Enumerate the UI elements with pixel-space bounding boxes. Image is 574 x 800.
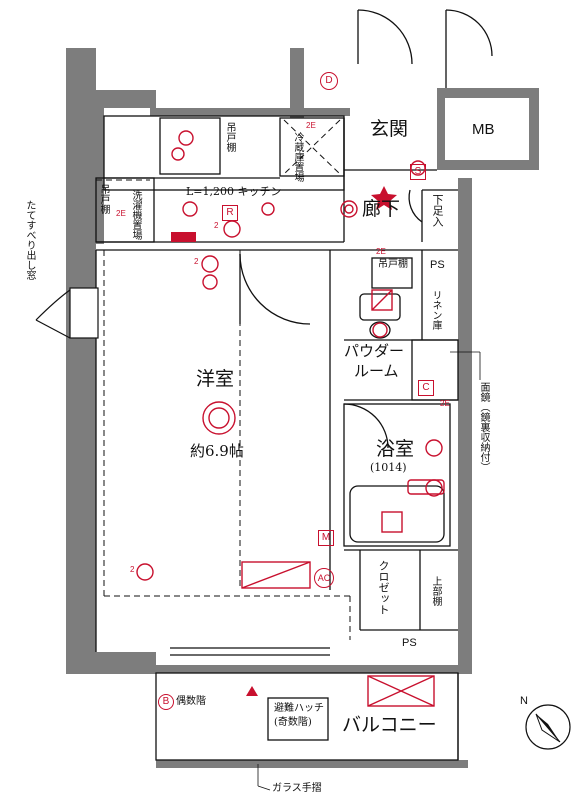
bath-size: (1014)	[370, 461, 407, 474]
two-symbol-room-bottom: 2	[130, 565, 135, 574]
powder-room-label-2: ルーム	[354, 362, 399, 380]
ac-symbol: AC	[314, 568, 334, 588]
leaders	[257, 351, 481, 791]
floor-label: 偶数階	[176, 696, 206, 707]
m-symbol: M	[318, 530, 334, 546]
kitchen-label: L=1,200 キッチン	[186, 185, 282, 198]
two-symbol-kitchen: 2	[214, 221, 219, 230]
glass-rail-label: ガラス手摺	[272, 783, 322, 794]
e2-symbol-powder: 2E	[440, 399, 450, 408]
mb-label: MB	[472, 121, 495, 138]
hanging-shelf-toilet-label: 吊戸棚	[378, 259, 408, 270]
red-fixtures	[136, 130, 445, 707]
upper-shelf-label: 上部棚	[430, 576, 441, 606]
doors	[239, 9, 493, 449]
north-label: N	[520, 695, 528, 707]
window-label: たてすべり出し窓	[24, 200, 35, 280]
shoe-box-label: 下足入	[431, 194, 444, 227]
north-arrow-symbol	[525, 704, 571, 750]
b-symbol: B	[158, 694, 174, 710]
red-solids	[171, 186, 397, 696]
linen-label: リネン庫	[430, 290, 441, 330]
closet-label: クロゼット	[377, 560, 390, 615]
dashed-lines	[96, 119, 458, 640]
e2-symbol-washer: 2E	[116, 209, 126, 218]
hatch-label-2: (奇数階)	[274, 717, 312, 728]
e2-symbol: 2E	[306, 121, 316, 130]
bath-label: 浴室	[376, 438, 415, 460]
window	[35, 287, 99, 339]
e2-symbol-toilet: 2E	[376, 247, 386, 256]
washer-label: 洗濯機置場	[130, 190, 141, 240]
c-symbol: C	[418, 380, 434, 396]
ps-top-label: PS	[430, 259, 445, 271]
hanging-shelf-kitchen-label: 吊戸棚	[224, 122, 235, 152]
powder-room-label-1: パウダー	[344, 342, 405, 360]
s-symbol: S	[410, 164, 426, 180]
d-symbol: D	[320, 72, 338, 90]
balcony-label: バルコニー	[342, 714, 437, 736]
entrance-label: 玄関	[370, 118, 409, 140]
corridor-label: 廊下	[362, 198, 401, 220]
western-room-label: 洋室	[196, 368, 235, 390]
mirror-label: 面鏡（鏡裏収納付）	[478, 382, 489, 472]
ps-bottom-label: PS	[402, 637, 417, 649]
two-symbol-room: 2	[194, 257, 199, 266]
hatch-label-1: 避難ハッチ	[274, 703, 324, 714]
walls	[66, 48, 539, 768]
r-symbol: R	[222, 205, 238, 221]
western-room-size: 約6.9帖	[190, 442, 244, 460]
hanging-shelf-left-label: 吊戸棚	[98, 184, 109, 214]
fridge-label: 冷蔵庫置場	[292, 132, 303, 182]
